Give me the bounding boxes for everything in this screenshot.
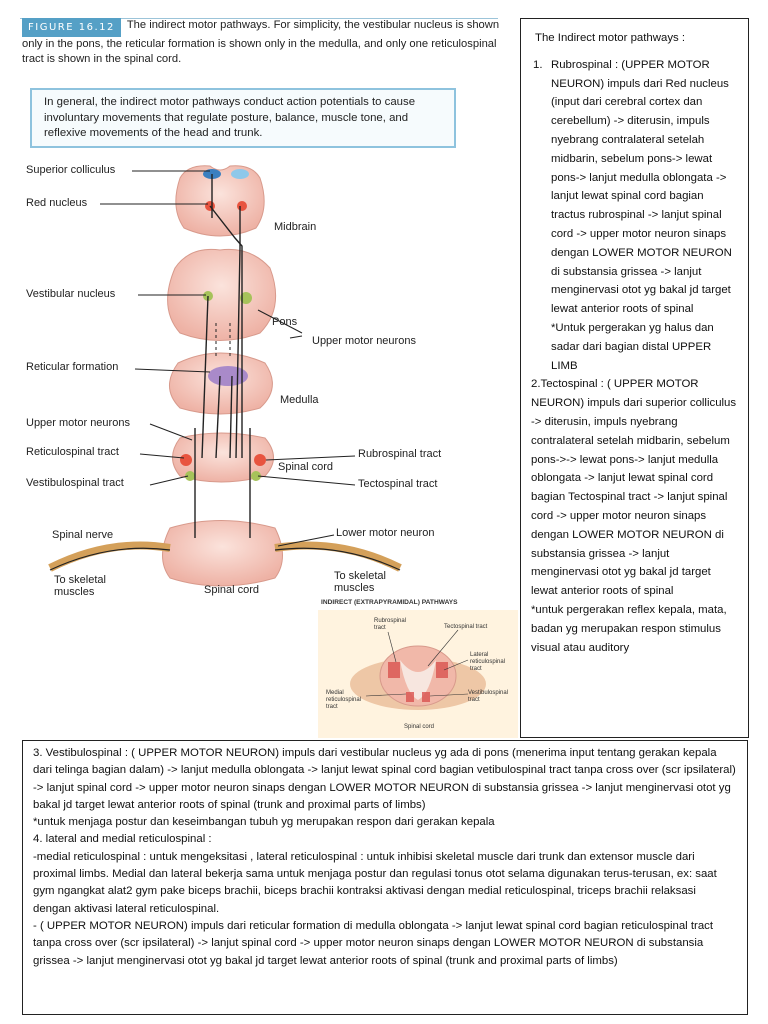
- notes-bottom-panel: 3. Vestibulospinal : ( UPPER MOTOR NEURO…: [22, 740, 748, 1015]
- midbrain-section: [175, 165, 265, 237]
- note-tectospinal: 2.Tectospinal : ( UPPER MOTOR NEURON) im…: [531, 375, 738, 657]
- figure-label: FIGURE 16.12: [22, 18, 121, 37]
- lower-spinal-segment: [48, 428, 402, 587]
- label-to-skeletal-muscles-right: To skeletal muscles: [334, 570, 386, 594]
- label-pons: Pons: [272, 316, 298, 328]
- pons-section: [167, 248, 277, 341]
- label-superior-colliculus: Superior colliculus: [26, 164, 116, 176]
- medulla-section: [169, 352, 273, 415]
- inset-title: INDIRECT (EXTRAPYRAMIDAL) PATHWAYS: [321, 599, 458, 606]
- label-vestibulospinal-tract: Vestibulospinal tract: [26, 477, 124, 489]
- inset-label-vestibulospinal: Vestibulospinal tract: [468, 690, 509, 703]
- label-medulla: Medulla: [280, 394, 319, 406]
- label-red-nucleus: Red nucleus: [26, 197, 88, 209]
- label-upper-motor-neurons-left: Upper motor neurons: [26, 417, 130, 429]
- note-tectospinal-remark: *untuk pergerakan reflex kepala, mata, b…: [531, 603, 727, 654]
- leader-lines: [100, 170, 356, 547]
- label-tectospinal-tract: Tectospinal tract: [358, 478, 438, 490]
- label-spinal-cord-mid: Spinal cord: [278, 461, 334, 473]
- label-midbrain: Midbrain: [274, 221, 317, 233]
- note-rubrospinal: 1. Rubrospinal : (UPPER MOTOR NEURON) im…: [531, 56, 738, 376]
- label-upper-motor-neurons-right: Upper motor neurons: [312, 335, 416, 347]
- note-rubrospinal-remark: *Untuk pergerakan yg halus dan sadar dar…: [551, 321, 714, 372]
- note-vestibulospinal: 3. Vestibulospinal : ( UPPER MOTOR NEURO…: [33, 747, 736, 811]
- inset-label-tectospinal: Tectospinal tract: [444, 624, 488, 630]
- figure-caption-text: The indirect motor pathways. For simplic…: [22, 19, 500, 65]
- label-spinal-cord-bottom: Spinal cord: [204, 584, 260, 596]
- spinal-cord-section: [172, 432, 274, 483]
- label-reticular-formation: Reticular formation: [26, 361, 119, 373]
- notes-right-panel: The Indirect motor pathways : 1. Rubrosp…: [520, 18, 749, 738]
- note-vestibulospinal-remark: *untuk menjaga postur dan keseimbangan t…: [33, 816, 495, 829]
- pathway-illustration: [48, 165, 402, 587]
- indirect-pathways-inset: INDIRECT (EXTRAPYRAMIDAL) PATHWAYS Rubro…: [318, 596, 518, 738]
- note-rubrospinal-text: Rubrospinal : (UPPER MOTOR NEURON) impul…: [551, 58, 732, 316]
- figure-top-rule: [20, 18, 498, 19]
- label-spinal-nerve: Spinal nerve: [52, 529, 114, 541]
- inset-label-lateral-reticulospinal: Lateral reticulospinal tract: [470, 652, 506, 672]
- label-rubrospinal-tract: Rubrospinal tract: [358, 448, 442, 460]
- note-rubrospinal-number: 1.: [533, 58, 543, 71]
- note-tectospinal-text: 2.Tectospinal : ( UPPER MOTOR NEURON) im…: [531, 378, 737, 598]
- inset-label-medial-reticulospinal: Medial reticulospinal tract: [326, 690, 362, 710]
- tract-lines: [201, 174, 243, 459]
- indirect-motor-pathway-diagram: Superior colliculus Red nucleus Midbrain…: [20, 158, 480, 610]
- inset-illustration: [318, 610, 518, 738]
- label-reticulospinal-tract: Reticulospinal tract: [26, 446, 119, 458]
- intro-box: In general, the indirect motor pathways …: [30, 88, 456, 148]
- label-to-skeletal-muscles-left: To skeletal muscles: [54, 574, 106, 598]
- label-lower-motor-neuron: Lower motor neuron: [336, 527, 435, 539]
- inset-title-bar: INDIRECT (EXTRAPYRAMIDAL) PATHWAYS: [318, 596, 518, 610]
- note-reticulospinal-pathway: - ( UPPER MOTOR NEURON) impuls dari reti…: [33, 919, 714, 967]
- inset-label-spinal-cord: Spinal cord: [404, 724, 435, 730]
- label-vestibular-nucleus: Vestibular nucleus: [26, 288, 116, 300]
- note-medial-lateral-reticulospinal: -medial reticulospinal : untuk mengeksit…: [33, 850, 717, 915]
- inset-label-rubrospinal: Rubrospinal tract: [374, 618, 407, 631]
- notes-title: The Indirect motor pathways :: [535, 32, 686, 44]
- note-reticulospinal-heading: 4. lateral and medial reticulospinal :: [33, 833, 212, 846]
